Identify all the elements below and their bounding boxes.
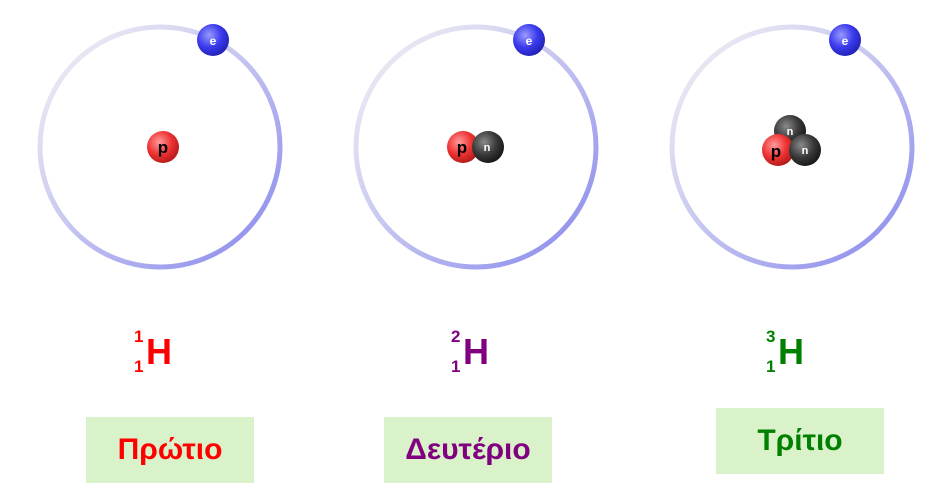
element-symbol: H xyxy=(146,331,172,372)
electron-orbit xyxy=(353,24,599,270)
proton-label: p xyxy=(771,142,781,161)
neutron-label: n xyxy=(802,145,809,157)
proton: p xyxy=(447,131,479,163)
proton: p xyxy=(762,134,794,166)
neutron: n xyxy=(789,134,821,166)
isotope-tritium: n p n e 3 1 H Τρίτιο xyxy=(632,0,948,498)
mass-number: 3 xyxy=(766,327,776,346)
atomic-number: 1 xyxy=(134,357,144,376)
isotope-deuterium: p n e 2 1 H Δευτέριο xyxy=(316,0,632,498)
isotope-name: Τρίτιο xyxy=(757,424,843,457)
electron-label: e xyxy=(210,34,217,48)
isotope-protium: p e 1 1 H Πρώτιο xyxy=(0,0,316,498)
element-symbol: H xyxy=(778,331,804,372)
atomic-number: 1 xyxy=(451,357,461,376)
neutron-label: n xyxy=(787,126,794,138)
isotope-name-box: Τρίτιο xyxy=(716,408,884,474)
isotope-name: Δευτέριο xyxy=(405,433,531,466)
electron-label: e xyxy=(842,34,849,48)
electron-label: e xyxy=(526,34,533,48)
neutron-label: n xyxy=(484,142,491,154)
electron: e xyxy=(829,24,861,56)
electron: e xyxy=(197,24,229,56)
mass-number: 1 xyxy=(134,327,144,346)
atom-model-protium: p e xyxy=(37,24,283,270)
atomic-number: 1 xyxy=(766,357,776,376)
isotope-name-box: Πρώτιο xyxy=(86,417,254,483)
electron: e xyxy=(513,24,545,56)
mass-number: 2 xyxy=(451,327,461,346)
isotope-name-box: Δευτέριο xyxy=(384,417,552,483)
proton-label: p xyxy=(158,138,168,157)
element-symbol: H xyxy=(463,331,489,372)
atom-model-deuterium: p n e xyxy=(353,24,599,270)
neutron: n xyxy=(472,131,504,163)
electron-orbit xyxy=(37,24,283,270)
proton-label: p xyxy=(457,138,467,157)
proton: p xyxy=(147,131,179,163)
atom-model-tritium: n p n e xyxy=(669,24,915,270)
isotope-name: Πρώτιο xyxy=(117,433,223,466)
electron-orbit xyxy=(669,24,915,270)
